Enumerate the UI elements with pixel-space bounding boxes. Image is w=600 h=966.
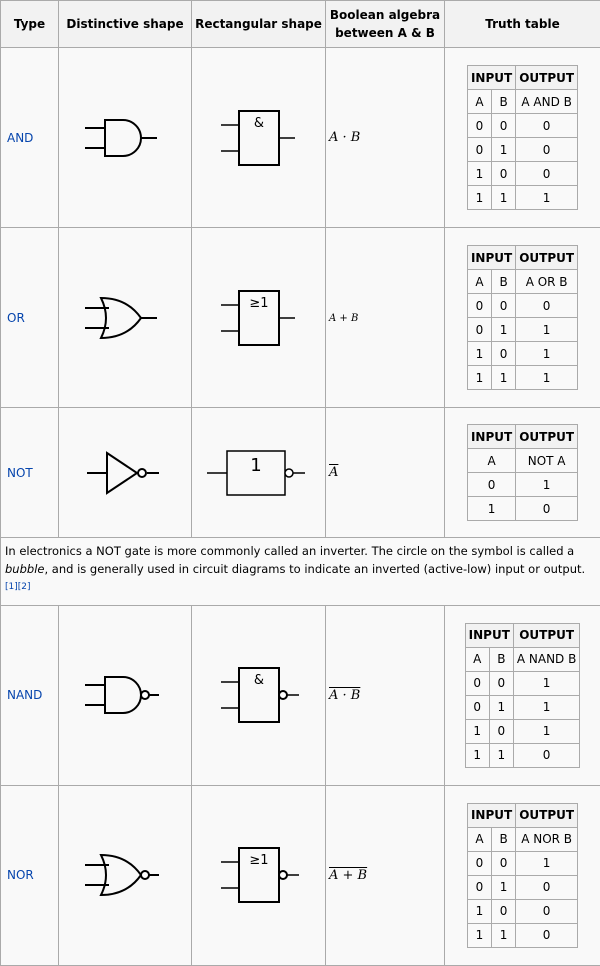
and-rect-gate-icon: & [209, 103, 309, 173]
not-distinctive-symbol [59, 408, 192, 538]
note-row: In electronics a NOT gate is more common… [1, 538, 600, 606]
nor-distinctive-symbol [59, 785, 192, 965]
and-gate-icon [75, 108, 175, 168]
header-truth-table: Truth table [445, 1, 600, 48]
not-rect-gate-icon: 1 [199, 443, 319, 503]
not-gate-icon [75, 443, 175, 503]
inverter-note: In electronics a NOT gate is more common… [1, 538, 600, 606]
gate-link-or[interactable]: OR [1, 228, 59, 408]
or-distinctive-symbol [59, 228, 192, 408]
not-boolean-expression: A [326, 408, 445, 538]
or-boolean-expression: A + B [326, 228, 445, 408]
and-boolean-expression: A · B [326, 48, 445, 228]
or-gate-icon [75, 288, 175, 348]
header-type: Type [1, 1, 59, 48]
nor-boolean-expression: A + B [326, 785, 445, 965]
nand-rect-gate-icon: & [209, 660, 309, 730]
header-distinctive-shape: Distinctive shape [59, 1, 192, 48]
not-rectangular-symbol: 1 [192, 408, 326, 538]
header-row: Type Distinctive shape Rectangular shape… [1, 1, 600, 48]
nand-boolean-expression: A · B [326, 605, 445, 785]
gate-link-not[interactable]: NOT [1, 408, 59, 538]
not-rect-label: 1 [250, 455, 261, 476]
nand-distinctive-symbol [59, 605, 192, 785]
nor-gate-icon [75, 845, 175, 905]
header-rectangular-shape: Rectangular shape [192, 1, 326, 48]
and-rect-label: & [253, 116, 263, 131]
gate-link-nor[interactable]: NOR [1, 785, 59, 965]
reference-link-2[interactable]: [2] [18, 582, 31, 592]
and-rectangular-symbol: & [192, 48, 326, 228]
gate-link-and[interactable]: AND [1, 48, 59, 228]
nand-rect-label: & [253, 673, 263, 688]
nand-gate-icon [75, 665, 175, 725]
nor-rect-label: ≥1 [249, 853, 268, 868]
or-rectangular-symbol: ≥1 [192, 228, 326, 408]
nor-rectangular-symbol: ≥1 [192, 785, 326, 965]
nor-rect-gate-icon: ≥1 [209, 840, 309, 910]
or-rect-gate-icon: ≥1 [209, 283, 309, 353]
nand-rectangular-symbol: & [192, 605, 326, 785]
gate-link-nand[interactable]: NAND [1, 605, 59, 785]
and-distinctive-symbol [59, 48, 192, 228]
reference-link-1[interactable]: [1] [5, 582, 18, 592]
or-rect-label: ≥1 [249, 296, 268, 311]
